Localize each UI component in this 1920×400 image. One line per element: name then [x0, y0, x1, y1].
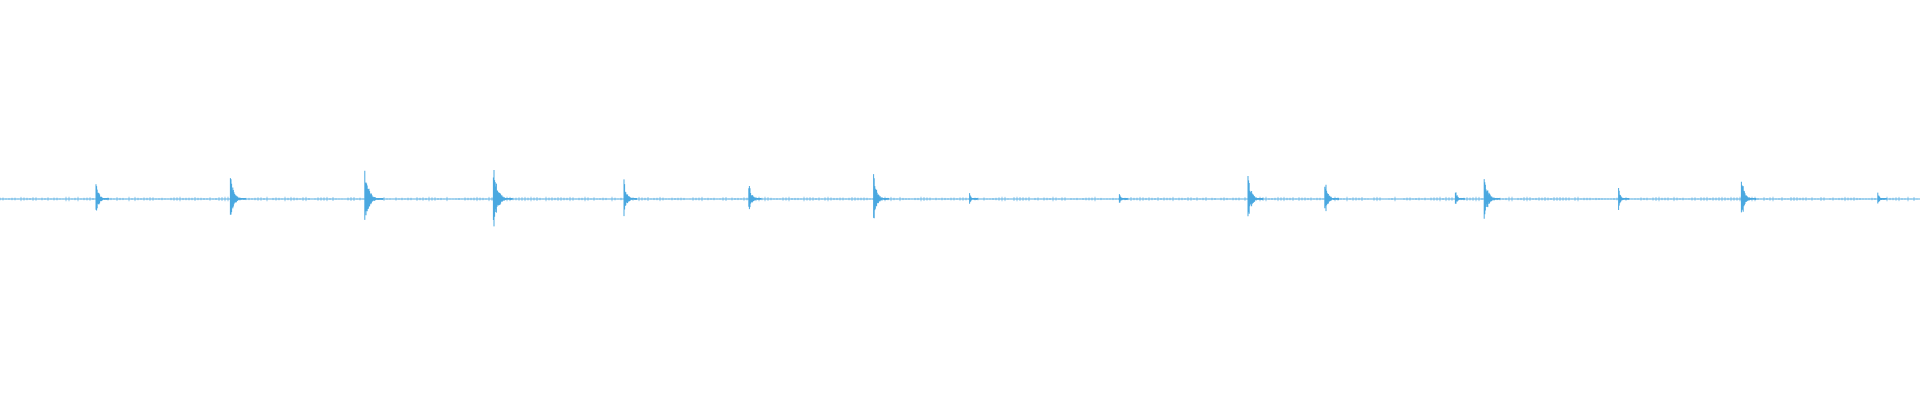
waveform-peak — [95, 184, 110, 211]
waveform-peak — [492, 170, 513, 227]
waveform-peak — [1877, 192, 1887, 204]
waveform-peak — [229, 178, 246, 215]
waveform-peak — [1454, 192, 1465, 204]
waveform-marks — [0, 170, 1918, 227]
waveform-peak — [623, 179, 638, 217]
waveform-peak — [1247, 176, 1264, 217]
waveform-peak — [969, 193, 978, 204]
waveform-peak — [1618, 188, 1630, 210]
waveform-peak — [1483, 179, 1501, 219]
waveform-peak — [873, 174, 890, 219]
waveform-peak — [748, 186, 762, 210]
waveform-peak — [1740, 181, 1757, 213]
waveform-peak — [1324, 184, 1340, 212]
waveform-peak — [1118, 194, 1128, 203]
waveform-peak — [364, 170, 384, 220]
